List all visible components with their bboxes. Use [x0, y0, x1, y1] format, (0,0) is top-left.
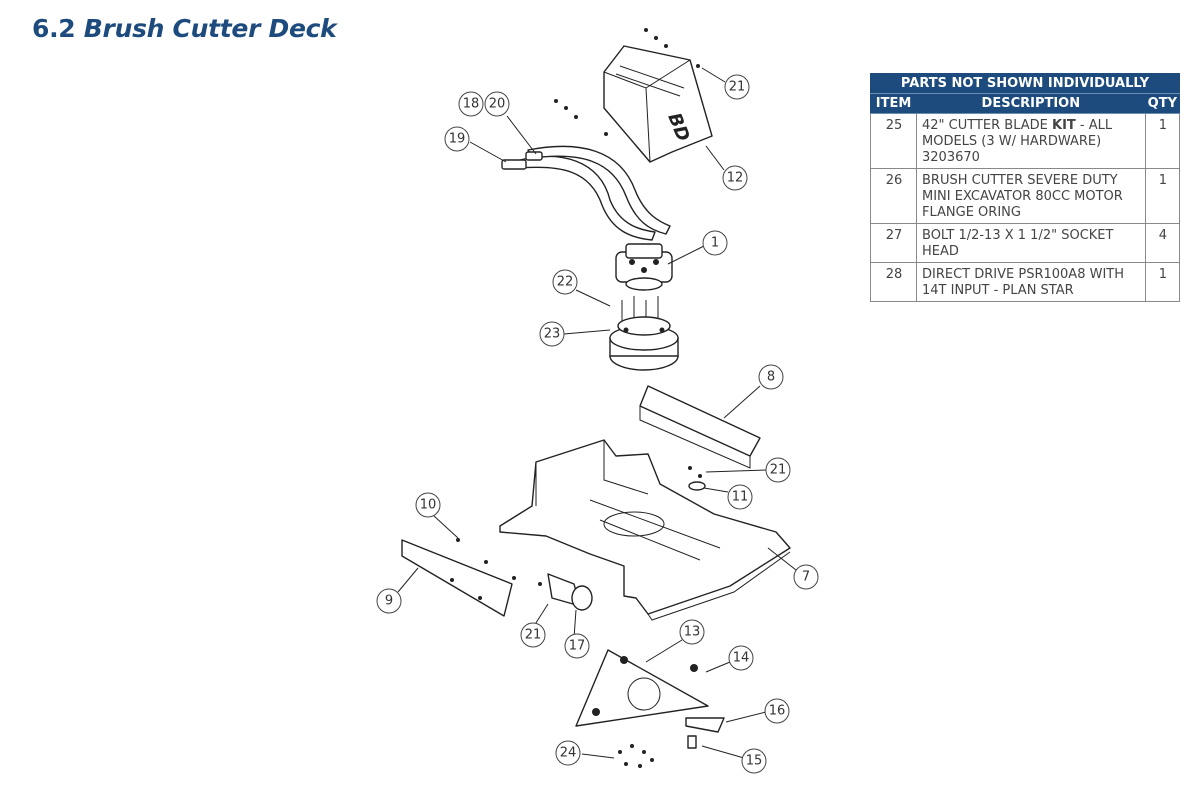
callout-18-label: 18	[463, 97, 480, 112]
header-qty: QTY	[1144, 93, 1181, 114]
callout-21-top-label: 21	[729, 80, 746, 95]
callout-20-label: 20	[489, 97, 506, 112]
callout-15-label: 15	[746, 754, 763, 769]
description-text: 42" CUTTER BLADE	[922, 118, 1052, 133]
description-text-tail: - ALL MODELS (3 W/ HARDWARE) 3203670	[922, 118, 1113, 165]
callout-22-label: 22	[557, 275, 574, 290]
description-bold: KIT	[1052, 118, 1076, 133]
item-description: DIRECT DRIVE PSR100A8 WITH 14T INPUT - P…	[916, 262, 1146, 302]
callouts: 18 20 19 21 12 1 22 23 8 21 11 10 9 7 21…	[376, 74, 819, 774]
callout-8-label: 8	[767, 370, 775, 385]
callout-21-low-label: 21	[525, 628, 542, 643]
guard-plate	[639, 385, 761, 469]
table-title: PARTS NOT SHOWN INDIVIDUALLY	[870, 73, 1180, 94]
side-guard	[401, 538, 516, 617]
callout-7-label: 7	[802, 570, 810, 585]
item-description: BOLT 1/2-13 X 1 1/2" SOCKET HEAD	[916, 223, 1146, 263]
callout-10: 10	[415, 492, 441, 518]
spindle	[538, 573, 593, 611]
item-qty: 4	[1144, 223, 1181, 263]
leader-lines	[397, 67, 797, 759]
callout-11-label: 11	[732, 490, 749, 505]
section-number: 6.2	[32, 14, 76, 43]
hydraulic-hoses	[501, 145, 671, 241]
item-description: BRUSH CUTTER SEVERE DUTY MINI EXCAVATOR …	[916, 168, 1146, 224]
item-number: 26	[870, 168, 917, 224]
callout-7: 7	[793, 564, 819, 590]
hydraulic-motor	[615, 243, 673, 291]
description-text: BRUSH CUTTER SEVERE DUTY MINI EXCAVATOR …	[922, 173, 1123, 220]
gear-drive	[609, 296, 679, 371]
callout-19: 19	[444, 126, 470, 152]
callout-18: 18	[458, 91, 484, 117]
motor-cover: BD	[554, 28, 713, 163]
table-row: 27 BOLT 1/2-13 X 1 1/2" SOCKET HEAD 4	[870, 223, 1181, 263]
item-qty: 1	[1144, 262, 1181, 302]
callout-24: 24	[555, 740, 581, 766]
page-title: 6.2 Brush Cutter Deck	[32, 14, 337, 43]
callout-21-top: 21	[724, 74, 750, 100]
callout-14: 14	[728, 645, 754, 671]
callout-14-label: 14	[733, 651, 750, 666]
callout-8: 8	[758, 364, 784, 390]
section-title: Brush Cutter Deck	[83, 14, 337, 43]
item-number: 25	[870, 113, 917, 169]
description-text: DIRECT DRIVE PSR100A8 WITH 14T INPUT - P…	[922, 267, 1124, 298]
callout-19-label: 19	[449, 132, 466, 147]
callout-21-low: 21	[520, 622, 546, 648]
item-qty: 1	[1144, 113, 1181, 169]
callout-10-label: 10	[420, 498, 437, 513]
callout-11: 11	[727, 484, 753, 510]
callout-17: 17	[564, 633, 590, 659]
table-row: 28 DIRECT DRIVE PSR100A8 WITH 14T INPUT …	[870, 262, 1181, 302]
parts-not-shown-table: PARTS NOT SHOWN INDIVIDUALLY ITEM DESCRI…	[870, 73, 1181, 302]
callout-13: 13	[679, 619, 705, 645]
callout-16: 16	[764, 698, 790, 724]
table-row: 26 BRUSH CUTTER SEVERE DUTY MINI EXCAVAT…	[870, 168, 1181, 224]
blade-carrier	[575, 649, 725, 768]
item-number: 28	[870, 262, 917, 302]
description-text: BOLT 1/2-13 X 1 1/2" SOCKET HEAD	[922, 228, 1114, 259]
header-description: DESCRIPTION	[916, 93, 1146, 114]
callout-12: 12	[722, 165, 748, 191]
callout-21-mid: 21	[765, 457, 791, 483]
item-description: 42" CUTTER BLADE KIT - ALL MODELS (3 W/ …	[916, 113, 1146, 169]
item-qty: 1	[1144, 168, 1181, 224]
callout-12-label: 12	[727, 171, 744, 186]
callout-21-mid-label: 21	[770, 463, 787, 478]
cutter-deck	[499, 439, 791, 621]
callout-15: 15	[741, 748, 767, 774]
item-number: 27	[870, 223, 917, 263]
callout-1: 1	[702, 230, 728, 256]
callout-9: 9	[376, 588, 402, 614]
callout-17-label: 17	[569, 639, 586, 654]
callout-13-label: 13	[684, 625, 701, 640]
header-item: ITEM	[870, 93, 917, 114]
callout-16-label: 16	[769, 704, 786, 719]
callout-23: 23	[539, 321, 565, 347]
callout-20: 20	[484, 91, 510, 117]
callout-24-label: 24	[560, 746, 577, 761]
callout-22: 22	[552, 269, 578, 295]
callout-9-label: 9	[385, 594, 393, 609]
callout-23-label: 23	[544, 327, 561, 342]
callout-1-label: 1	[711, 236, 719, 251]
table-row: 25 42" CUTTER BLADE KIT - ALL MODELS (3 …	[870, 113, 1181, 169]
